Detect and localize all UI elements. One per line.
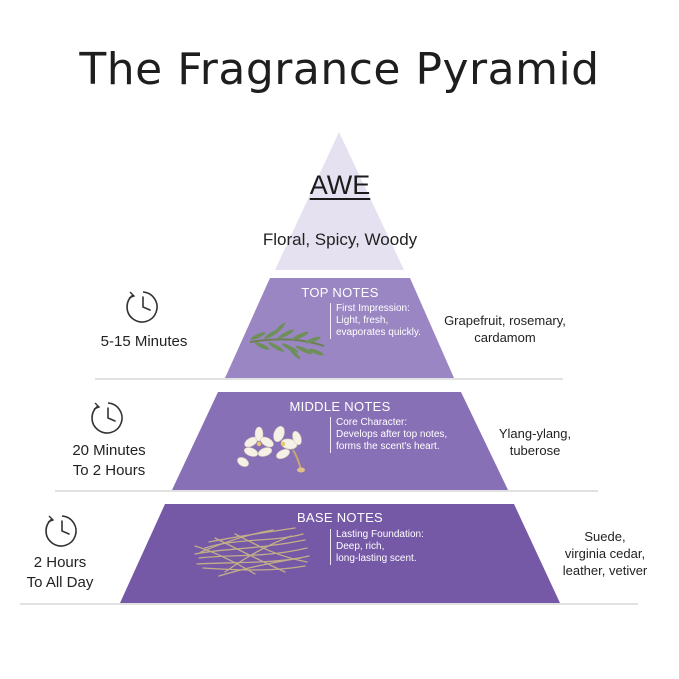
tier-description-label: Lasting Foundation: — [336, 529, 424, 540]
time-line: 20 Minutes — [72, 442, 146, 459]
tier-title-base: BASE NOTES — [296, 510, 384, 525]
ingredient-line: tuberose — [509, 443, 561, 458]
time-line: 5-15 Minutes — [100, 333, 188, 350]
time-label-middle: 20 Minutes To 2 Hours — [45, 441, 173, 481]
clock-icon — [91, 402, 123, 434]
tier-description-label: Core Character: — [336, 417, 408, 428]
white-flowers-image — [237, 425, 305, 473]
ingredient-line: Ylang-ylang, — [498, 426, 572, 441]
tier-description-line: Deep, rich, — [336, 541, 385, 552]
tier-description-label: First Impression: — [336, 303, 410, 314]
tier-description-line: forms the scent's heart. — [336, 441, 440, 452]
ingredient-line: Suede, — [584, 529, 626, 544]
tier-title-middle: MIDDLE NOTES — [289, 399, 391, 414]
ingredients-middle: Ylang-ylang, tuberose — [480, 425, 590, 459]
scent-family-tagline: Floral, Spicy, Woody — [262, 230, 418, 249]
pyramid-tier-base — [120, 504, 560, 603]
brand-name: AWE — [309, 170, 371, 200]
pyramid-tier-middle — [172, 392, 508, 490]
tier-title-top: TOP NOTES — [301, 285, 379, 300]
pyramid-tier-top — [225, 278, 454, 378]
time-line: To 2 Hours — [72, 462, 146, 479]
tier-description-base: Lasting Foundation: Deep, rich, long-las… — [330, 529, 450, 565]
tier-description-top: First Impression: Light, fresh, evaporat… — [330, 303, 440, 339]
time-label-base: 2 Hours To All Day — [0, 553, 120, 593]
time-label-top: 5-15 Minutes — [80, 332, 208, 352]
ingredient-line: leather, vetiver — [562, 563, 648, 578]
clock-icon — [126, 291, 158, 323]
vetiver-roots-image — [194, 527, 310, 577]
clock-icon — [45, 515, 77, 547]
tier-description-middle: Core Character: Develops after top notes… — [330, 417, 460, 453]
tier-description-line: long-lasting scent. — [336, 553, 417, 564]
ingredient-line: virginia cedar, — [564, 546, 646, 561]
ingredient-line: cardamom — [474, 330, 536, 345]
tier-description-line: evaporates quickly. — [336, 327, 421, 338]
pyramid-apex — [275, 132, 404, 270]
time-line: 2 Hours — [33, 554, 87, 571]
ingredients-top: Grapefruit, rosemary, cardamom — [435, 312, 575, 346]
ingredient-line: Grapefruit, rosemary, — [444, 313, 566, 328]
tier-description-line: Light, fresh, — [336, 315, 389, 326]
ingredients-base: Suede, virginia cedar, leather, vetiver — [540, 528, 670, 579]
time-line: To All Day — [26, 574, 94, 591]
tier-description-line: Develops after top notes, — [336, 429, 448, 440]
rosemary-sprig-image — [249, 322, 325, 360]
page-title: The Fragrance Pyramid — [79, 44, 600, 95]
